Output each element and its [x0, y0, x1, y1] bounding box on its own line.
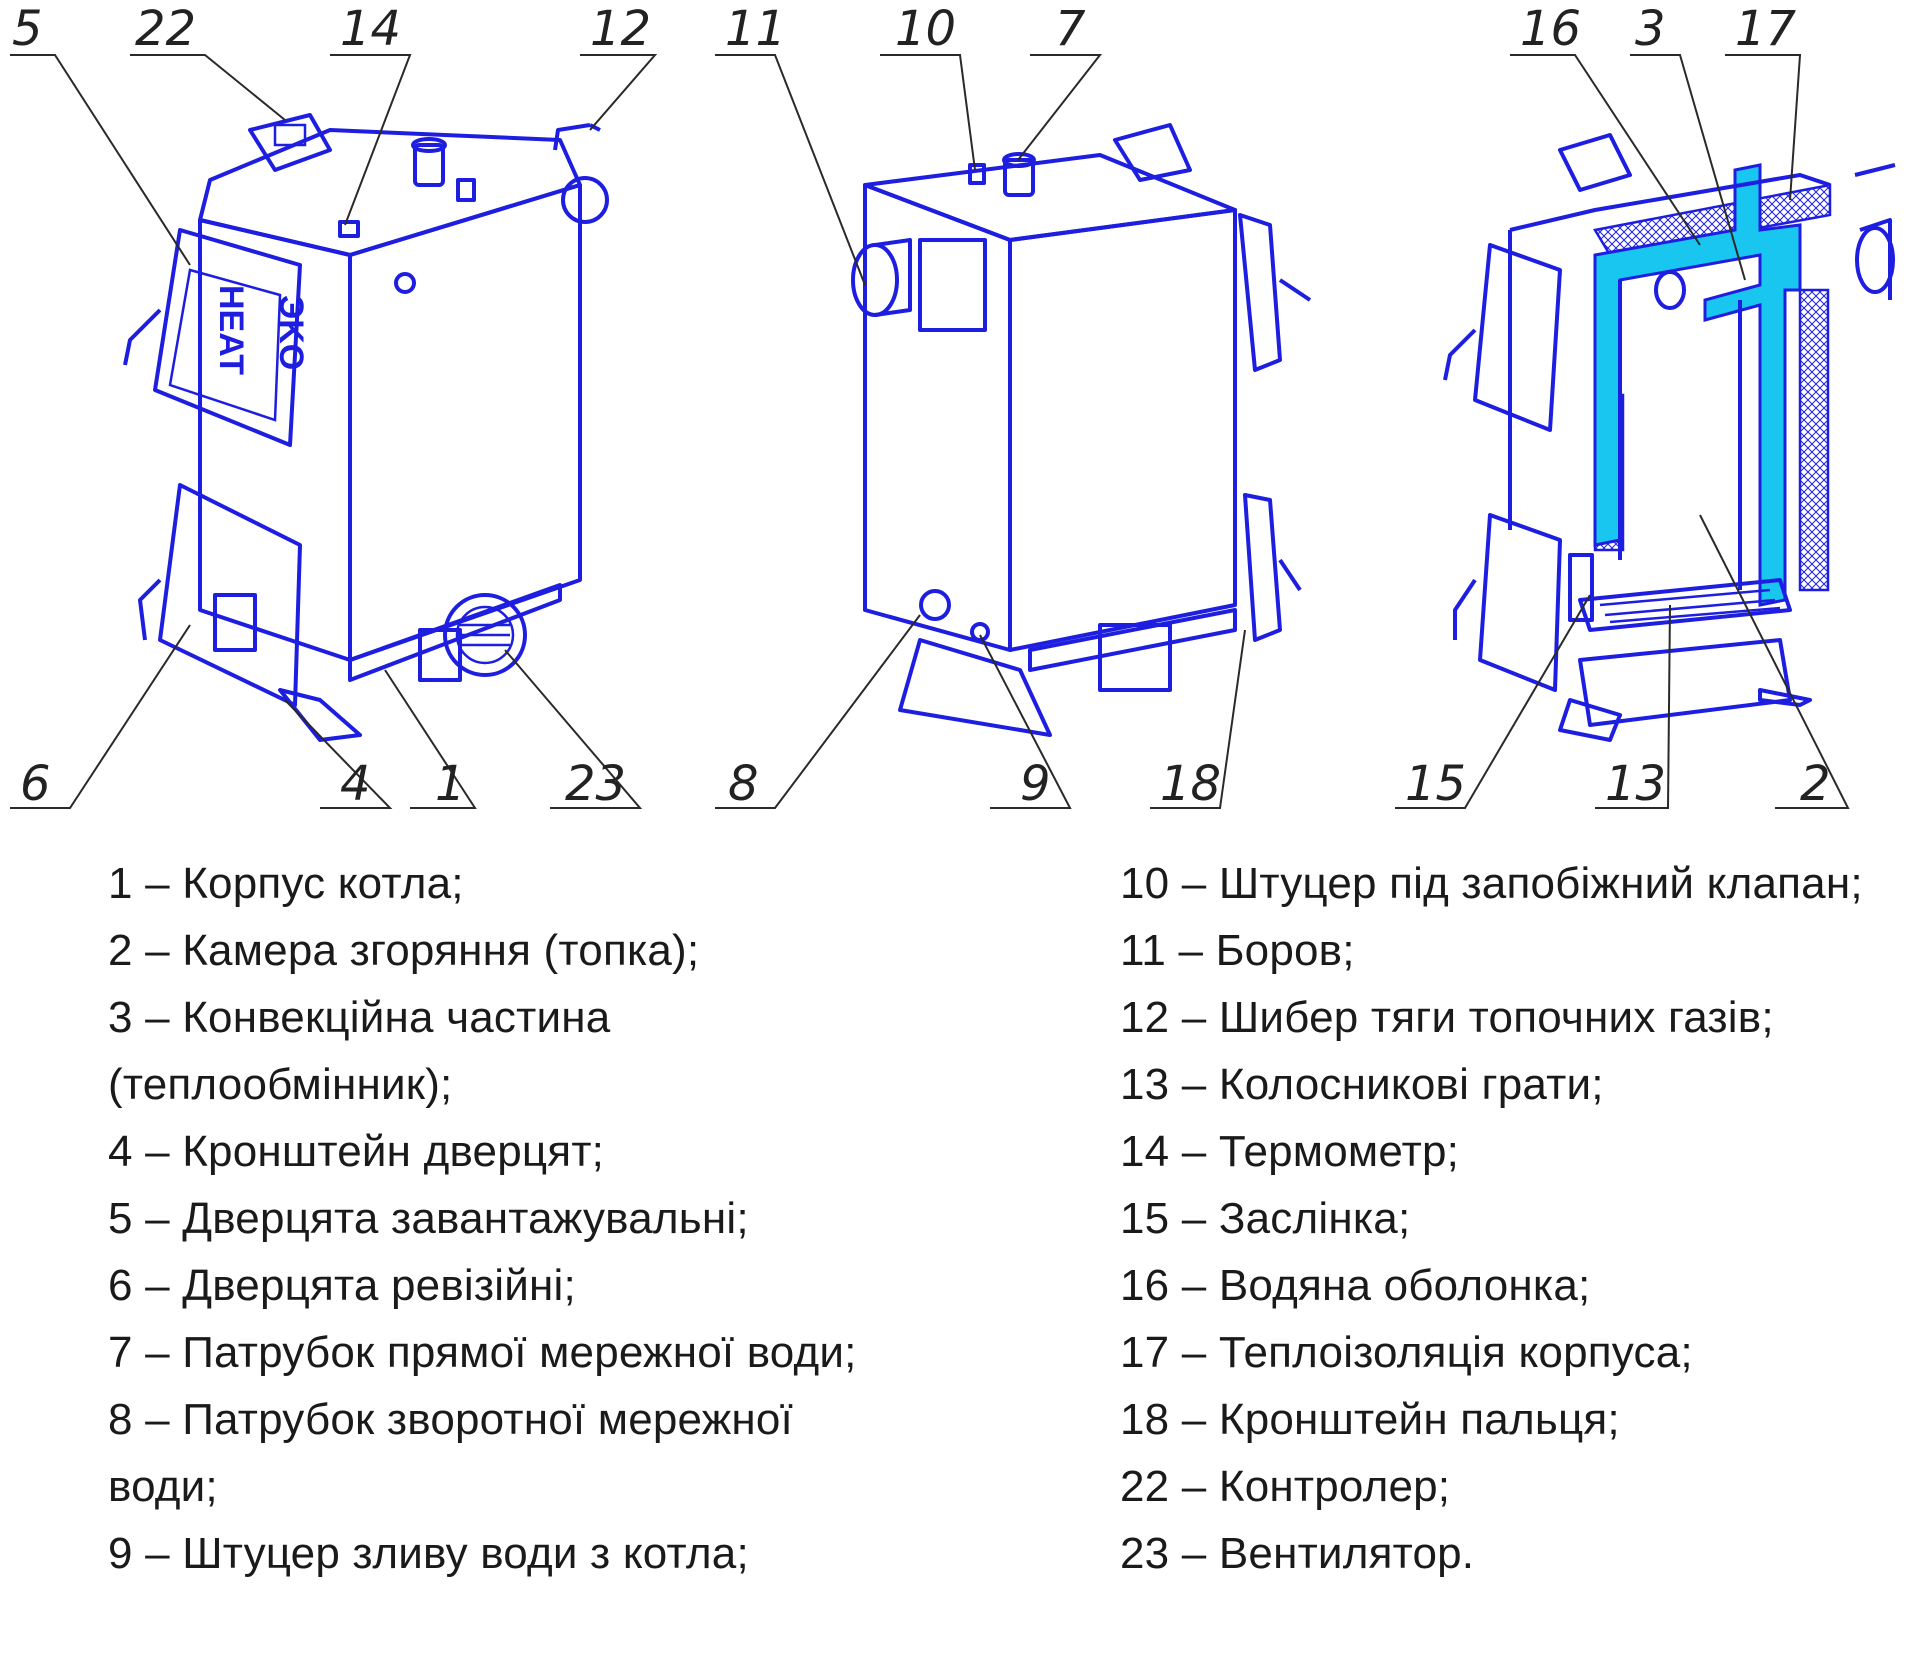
callout-16: 16: [1520, 1, 1581, 57]
boiler-front-view: HEAT ЭKO: [123, 113, 609, 742]
boiler-section-view: [1443, 133, 1896, 742]
boiler-diagram: HEAT ЭKO: [10, 1, 1896, 812]
door-logo-eko: ЭKO: [272, 295, 310, 370]
legend-item-12: 12 – Шибер тяги топочних газів;: [1120, 993, 1774, 1042]
callout-leaders: [10, 54, 1850, 809]
legend-item-18: 18 – Кронштейн пальця;: [1120, 1395, 1620, 1444]
legend-item-3-cont: (теплообмінник);: [108, 1060, 453, 1109]
legend-column-left: 1 – Корпус котла; 2 – Камера згоряння (т…: [108, 850, 1008, 1587]
damper: [1568, 553, 1594, 622]
callout-6: 6: [20, 756, 51, 812]
legend-item-7: 7 – Патрубок прямої мережної води;: [108, 1328, 857, 1377]
legend-item-8-cont: води;: [108, 1462, 218, 1511]
legend-item-11: 11 – Боров;: [1120, 926, 1355, 975]
legend-item-5: 5 – Дверцята завантажувальні;: [108, 1194, 749, 1243]
loading-door: [153, 228, 302, 447]
legend-column-right: 10 – Штуцер під запобіжний клапан; 11 – …: [1120, 850, 1920, 1587]
callout-5: 5: [12, 1, 43, 57]
legend-item-10: 10 – Штуцер під запобіжний клапан;: [1120, 859, 1863, 908]
callout-14: 14: [340, 1, 401, 57]
callout-12: 12: [590, 1, 651, 57]
inspection-door: [158, 483, 302, 707]
flue-pipe: [851, 243, 899, 317]
legend-item-1: 1 – Корпус котла;: [108, 859, 464, 908]
legend-item-9: 9 – Штуцер зливу води з котла;: [108, 1529, 749, 1578]
callout-18: 18: [1160, 756, 1221, 812]
callout-3: 3: [1635, 1, 1666, 57]
legend-item-6: 6 – Дверцята ревізійні;: [108, 1261, 576, 1310]
callout-11: 11: [725, 1, 786, 57]
legend-item-8: 8 – Патрубок зворотної мережної: [108, 1395, 793, 1444]
callout-23: 23: [565, 756, 626, 812]
boiler-rear-view: [851, 123, 1312, 737]
legend-item-14: 14 – Термометр;: [1120, 1127, 1460, 1176]
legend-item-2: 2 – Камера згоряння (топка);: [108, 926, 700, 975]
legend-item-13: 13 – Колосникові грати;: [1120, 1060, 1604, 1109]
callout-8: 8: [728, 756, 759, 812]
fan-icon: [418, 593, 527, 682]
callout-1: 1: [435, 756, 466, 812]
callout-17: 17: [1735, 1, 1797, 57]
callout-10: 10: [895, 1, 956, 57]
legend-item-17: 17 – Теплоізоляція корпуса;: [1120, 1328, 1693, 1377]
callout-2: 2: [1800, 756, 1831, 812]
thermometer-icon: [338, 220, 360, 238]
legend-item-3: 3 – Конвекційна частина: [108, 993, 611, 1042]
callout-13: 13: [1605, 756, 1666, 812]
callout-22: 22: [135, 1, 196, 57]
controller-icon: [248, 113, 332, 172]
parts-legend: 1 – Корпус котла; 2 – Камера згоряння (т…: [0, 850, 1920, 1610]
callout-9: 9: [1020, 756, 1051, 812]
door-logo-heat: HEAT: [212, 285, 250, 375]
callout-4: 4: [340, 756, 371, 812]
legend-item-4: 4 – Кронштейн дверцят;: [108, 1127, 605, 1176]
callout-15: 15: [1405, 756, 1466, 812]
legend-item-16: 16 – Водяна оболонка;: [1120, 1261, 1591, 1310]
callout-7: 7: [1055, 1, 1086, 57]
legend-item-23: 23 – Вентилятор.: [1120, 1529, 1475, 1578]
callout-numbers: 5 22 14 12 11 10 7 16 3 17 6 4 1 23 8 9 …: [12, 1, 1831, 812]
legend-item-15: 15 – Заслінка;: [1120, 1194, 1411, 1243]
legend-item-22: 22 – Контролер;: [1120, 1462, 1451, 1511]
